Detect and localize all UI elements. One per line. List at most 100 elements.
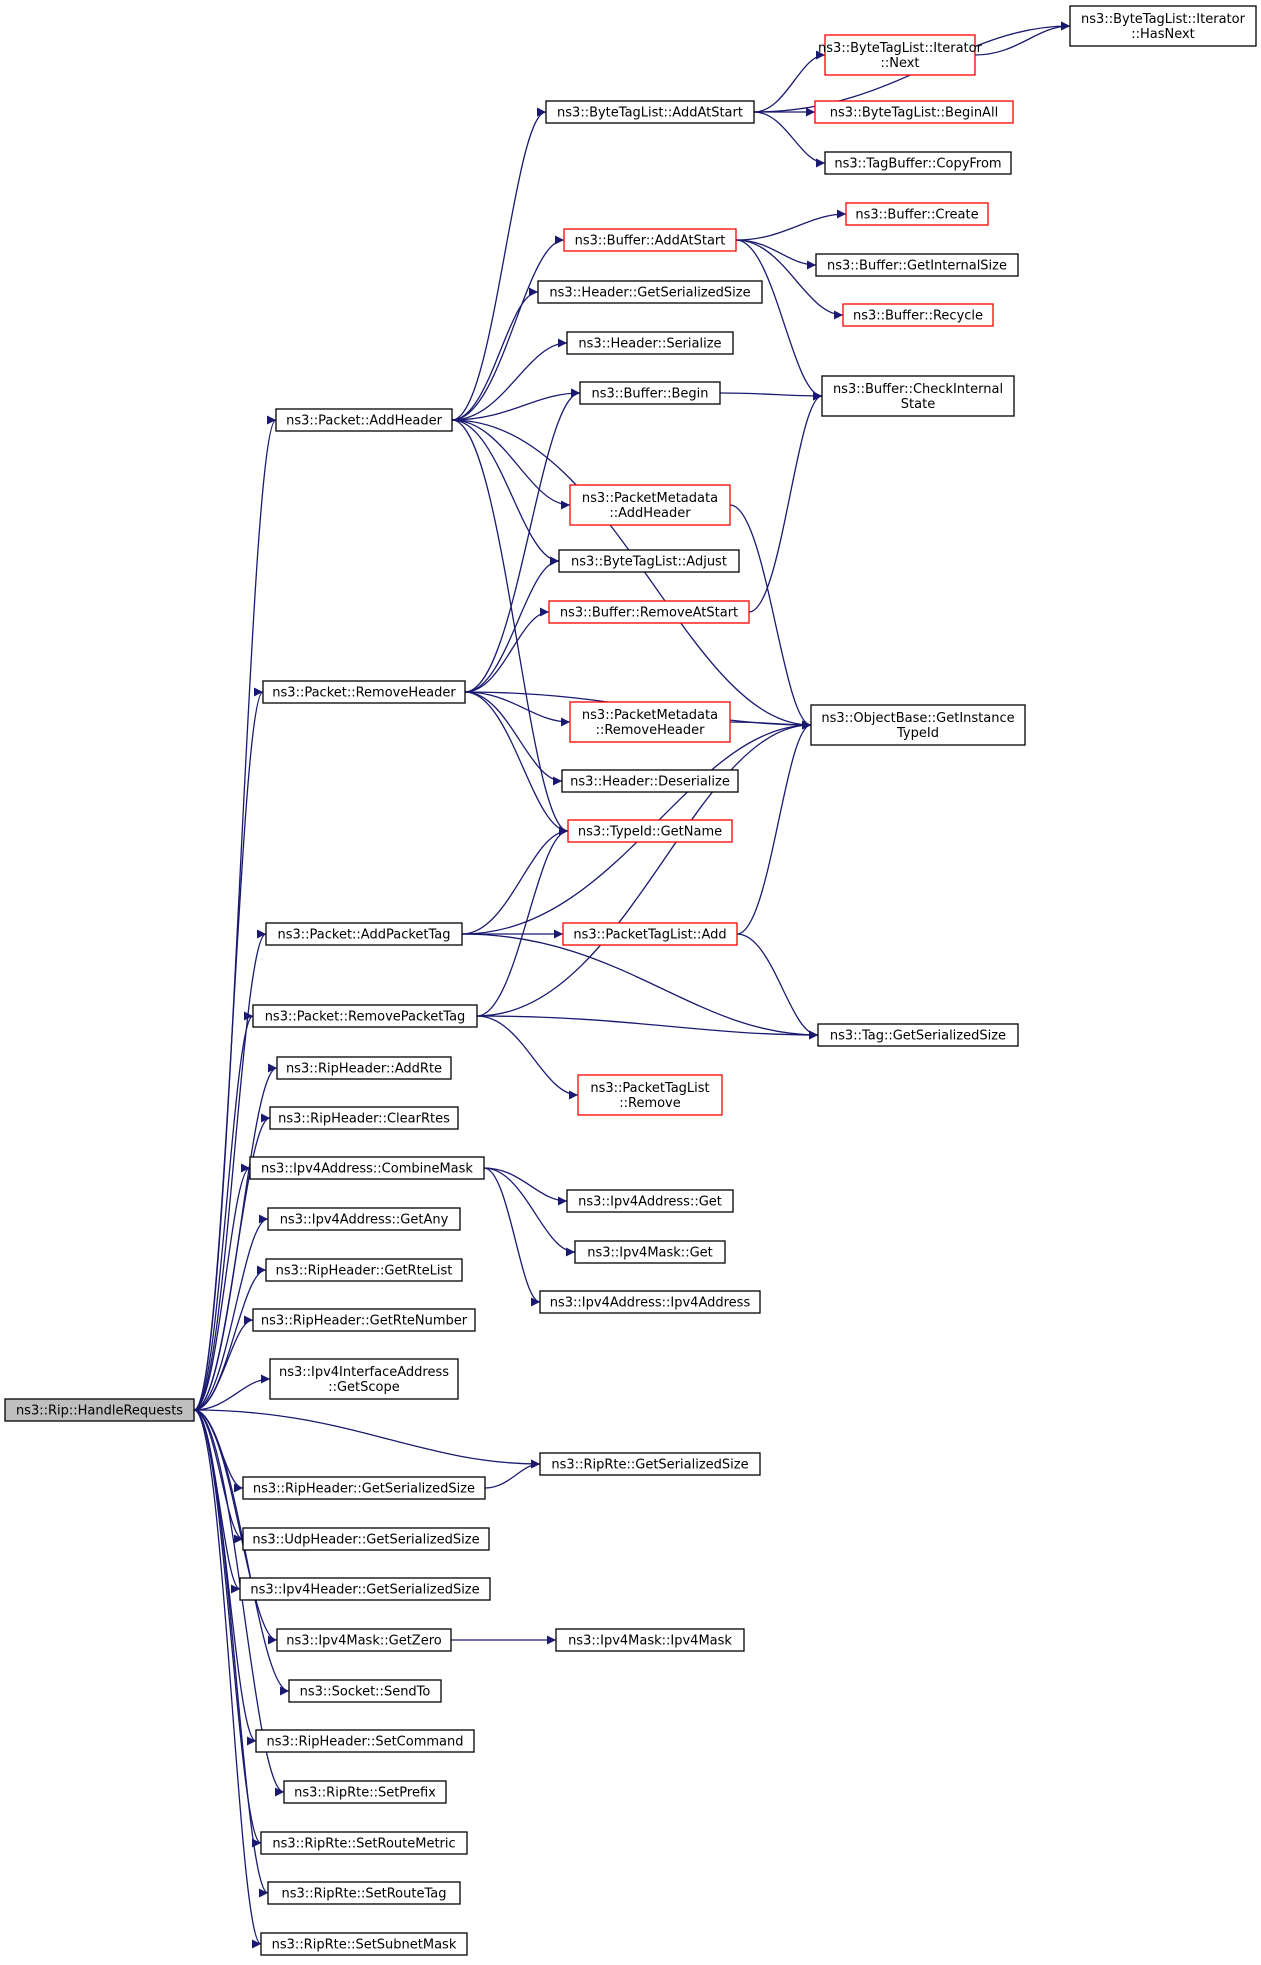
- node-ipv4-addr-ctor[interactable]: ns3::Ipv4Address::Ipv4Address: [539, 1290, 761, 1314]
- node-label: ns3::Ipv4Header::GetSerializedSize: [250, 1583, 479, 1598]
- node-buf-create[interactable]: ns3::Buffer::Create: [845, 202, 989, 226]
- edge-remove-header-to-buf-begin: [464, 388, 581, 693]
- node-label: ns3::Packet::RemoveHeader: [272, 686, 456, 701]
- edge-remove-packet-tag-to-tag-get-ser-size: [476, 1015, 819, 1040]
- node-box: [252, 1308, 476, 1332]
- node-box: [815, 253, 1019, 277]
- node-set-route-metric[interactable]: ns3::RipRte::SetRouteMetric: [260, 1831, 468, 1855]
- node-btl-add-at-start[interactable]: ns3::ByteTagList::AddAtStart: [545, 100, 755, 124]
- node-add-packet-tag[interactable]: ns3::Packet::AddPacketTag: [265, 922, 463, 946]
- node-label: ns3::Ipv4InterfaceAddress: [279, 1365, 449, 1380]
- node-hdr-get-ser-size[interactable]: ns3::Header::GetSerializedSize: [537, 280, 763, 304]
- node-box: [276, 1628, 452, 1652]
- edge-buf-add-at-start-to-buf-recycle: [735, 239, 844, 320]
- node-buf-recycle[interactable]: ns3::Buffer::Recycle: [842, 303, 994, 327]
- node-pm-add-header[interactable]: ns3::PacketMetadata::AddHeader: [569, 484, 731, 526]
- node-get-rte-list[interactable]: ns3::RipHeader::GetRteList: [265, 1258, 463, 1282]
- edge-root-to-rip-clear-rtes: [193, 1113, 271, 1411]
- node-box: [579, 381, 721, 405]
- node-rip-add-rte[interactable]: ns3::RipHeader::AddRte: [276, 1056, 452, 1080]
- node-label: ns3::Buffer::RemoveAtStart: [560, 606, 738, 621]
- node-label: ns3::RipHeader::GetSerializedSize: [253, 1482, 475, 1497]
- edge-remove-header-to-pm-remove-header: [464, 691, 571, 727]
- node-box: [239, 1577, 491, 1601]
- node-label: ns3::RipRte::SetPrefix: [294, 1786, 436, 1801]
- node-label: ns3::PacketTagList: [590, 1081, 709, 1096]
- node-label: ns3::Header::Serialize: [578, 337, 721, 352]
- node-set-command[interactable]: ns3::RipHeader::SetCommand: [255, 1729, 475, 1753]
- node-label: ns3::Buffer::Begin: [591, 387, 708, 402]
- node-get-scope[interactable]: ns3::Ipv4InterfaceAddress::GetScope: [269, 1358, 459, 1400]
- node-box: [262, 680, 466, 704]
- node-set-route-tag[interactable]: ns3::RipRte::SetRouteTag: [267, 1881, 461, 1905]
- node-btl-begin-all[interactable]: ns3::ByteTagList::BeginAll: [814, 100, 1014, 124]
- node-root[interactable]: ns3::Rip::HandleRequests: [4, 1398, 195, 1422]
- node-type-id-get-name[interactable]: ns3::TypeId::GetName: [567, 819, 733, 843]
- edge-root-to-rip-rte-ser-size: [193, 1409, 541, 1469]
- node-label: ns3::ByteTagList::BeginAll: [830, 106, 998, 121]
- edge-add-header-to-hdr-get-ser-size: [451, 287, 539, 421]
- node-tag-get-ser-size[interactable]: ns3::Tag::GetSerializedSize: [817, 1023, 1019, 1047]
- node-label: ::Next: [880, 56, 919, 71]
- node-box: [545, 100, 755, 124]
- node-udp-ser-size[interactable]: ns3::UdpHeader::GetSerializedSize: [242, 1527, 490, 1551]
- node-ipv4-mask-ctor[interactable]: ns3::Ipv4Mask::Ipv4Mask: [555, 1628, 745, 1652]
- node-box: [242, 1527, 490, 1551]
- node-box: [242, 1476, 486, 1500]
- node-set-prefix[interactable]: ns3::RipRte::SetPrefix: [283, 1780, 447, 1804]
- node-btl-adjust[interactable]: ns3::ByteTagList::Adjust: [558, 549, 740, 573]
- node-hdr-serialize[interactable]: ns3::Header::Serialize: [566, 331, 734, 355]
- node-box: [845, 202, 989, 226]
- node-get-any[interactable]: ns3::Ipv4Address::GetAny: [267, 1207, 461, 1231]
- node-tag-buf-copy-from[interactable]: ns3::TagBuffer::CopyFrom: [824, 151, 1012, 175]
- node-btl-iter-has-next[interactable]: ns3::ByteTagList::Iterator::HasNext: [1069, 5, 1257, 47]
- node-ptl-remove[interactable]: ns3::PacketTagList::Remove: [577, 1074, 723, 1116]
- node-buf-begin[interactable]: ns3::Buffer::Begin: [579, 381, 721, 405]
- edge-root-to-get-any: [193, 1214, 269, 1411]
- node-remove-packet-tag[interactable]: ns3::Packet::RemovePacketTag: [252, 1004, 478, 1028]
- node-label: ns3::RipRte::SetSubnetMask: [272, 1938, 457, 1953]
- node-buf-get-internal-size[interactable]: ns3::Buffer::GetInternalSize: [815, 253, 1019, 277]
- node-label: ::RemoveHeader: [596, 723, 706, 738]
- node-box: [824, 151, 1012, 175]
- edge-root-to-set-subnet-mask: [193, 1409, 262, 1949]
- node-ipv4-addr-get[interactable]: ns3::Ipv4Address::Get: [566, 1189, 734, 1213]
- node-label: ns3::Buffer::CheckInternal: [833, 382, 1003, 397]
- node-label: ns3::Rip::HandleRequests: [16, 1404, 183, 1419]
- node-ipv4-ser-size[interactable]: ns3::Ipv4Header::GetSerializedSize: [239, 1577, 491, 1601]
- node-send-to[interactable]: ns3::Socket::SendTo: [288, 1679, 442, 1703]
- node-rip-hdr-ser-size[interactable]: ns3::RipHeader::GetSerializedSize: [242, 1476, 486, 1500]
- node-set-subnet-mask[interactable]: ns3::RipRte::SetSubnetMask: [260, 1932, 468, 1956]
- edge-remove-header-to-type-id-get-name: [464, 691, 569, 836]
- node-box: [814, 100, 1014, 124]
- node-ipv4-mask-get[interactable]: ns3::Ipv4Mask::Get: [574, 1240, 726, 1264]
- edge-root-to-get-scope: [193, 1374, 271, 1411]
- node-remove-header[interactable]: ns3::Packet::RemoveHeader: [262, 680, 466, 704]
- edge-btl-iter-next-to-btl-iter-has-next: [974, 21, 1071, 56]
- node-box: [577, 1074, 723, 1116]
- edge-add-header-to-hdr-serialize: [451, 338, 568, 421]
- node-rip-clear-rtes[interactable]: ns3::RipHeader::ClearRtes: [269, 1106, 459, 1130]
- edge-add-packet-tag-to-type-id-get-name: [461, 826, 569, 935]
- node-label: ns3::TypeId::GetName: [578, 825, 722, 840]
- node-btl-iter-next[interactable]: ns3::ByteTagList::Iterator::Next: [818, 34, 983, 76]
- node-mask-get-zero[interactable]: ns3::Ipv4Mask::GetZero: [276, 1628, 452, 1652]
- edge-btl-add-at-start-to-tag-buf-copy-from: [753, 111, 826, 168]
- node-hdr-deserialize[interactable]: ns3::Header::Deserialize: [561, 769, 739, 793]
- node-buf-remove-at-start[interactable]: ns3::Buffer::RemoveAtStart: [548, 600, 750, 624]
- node-label: ns3::Ipv4Mask::Get: [587, 1246, 713, 1261]
- node-combine-mask[interactable]: ns3::Ipv4Address::CombineMask: [249, 1156, 485, 1180]
- edge-ptl-add-to-obj-get-instance: [736, 720, 812, 935]
- node-get-rte-number[interactable]: ns3::RipHeader::GetRteNumber: [252, 1308, 476, 1332]
- node-rip-rte-ser-size[interactable]: ns3::RipRte::GetSerializedSize: [539, 1452, 761, 1476]
- node-buf-add-at-start[interactable]: ns3::Buffer::AddAtStart: [563, 228, 737, 252]
- node-label: ns3::Packet::AddPacketTag: [277, 928, 450, 943]
- node-box: [555, 1628, 745, 1652]
- node-label: ns3::RipHeader::GetRteList: [276, 1264, 453, 1279]
- node-pm-remove-header[interactable]: ns3::PacketMetadata::RemoveHeader: [569, 701, 731, 743]
- node-add-header[interactable]: ns3::Packet::AddHeader: [275, 408, 453, 432]
- node-ptl-add[interactable]: ns3::PacketTagList::Add: [562, 922, 738, 946]
- node-box: [563, 228, 737, 252]
